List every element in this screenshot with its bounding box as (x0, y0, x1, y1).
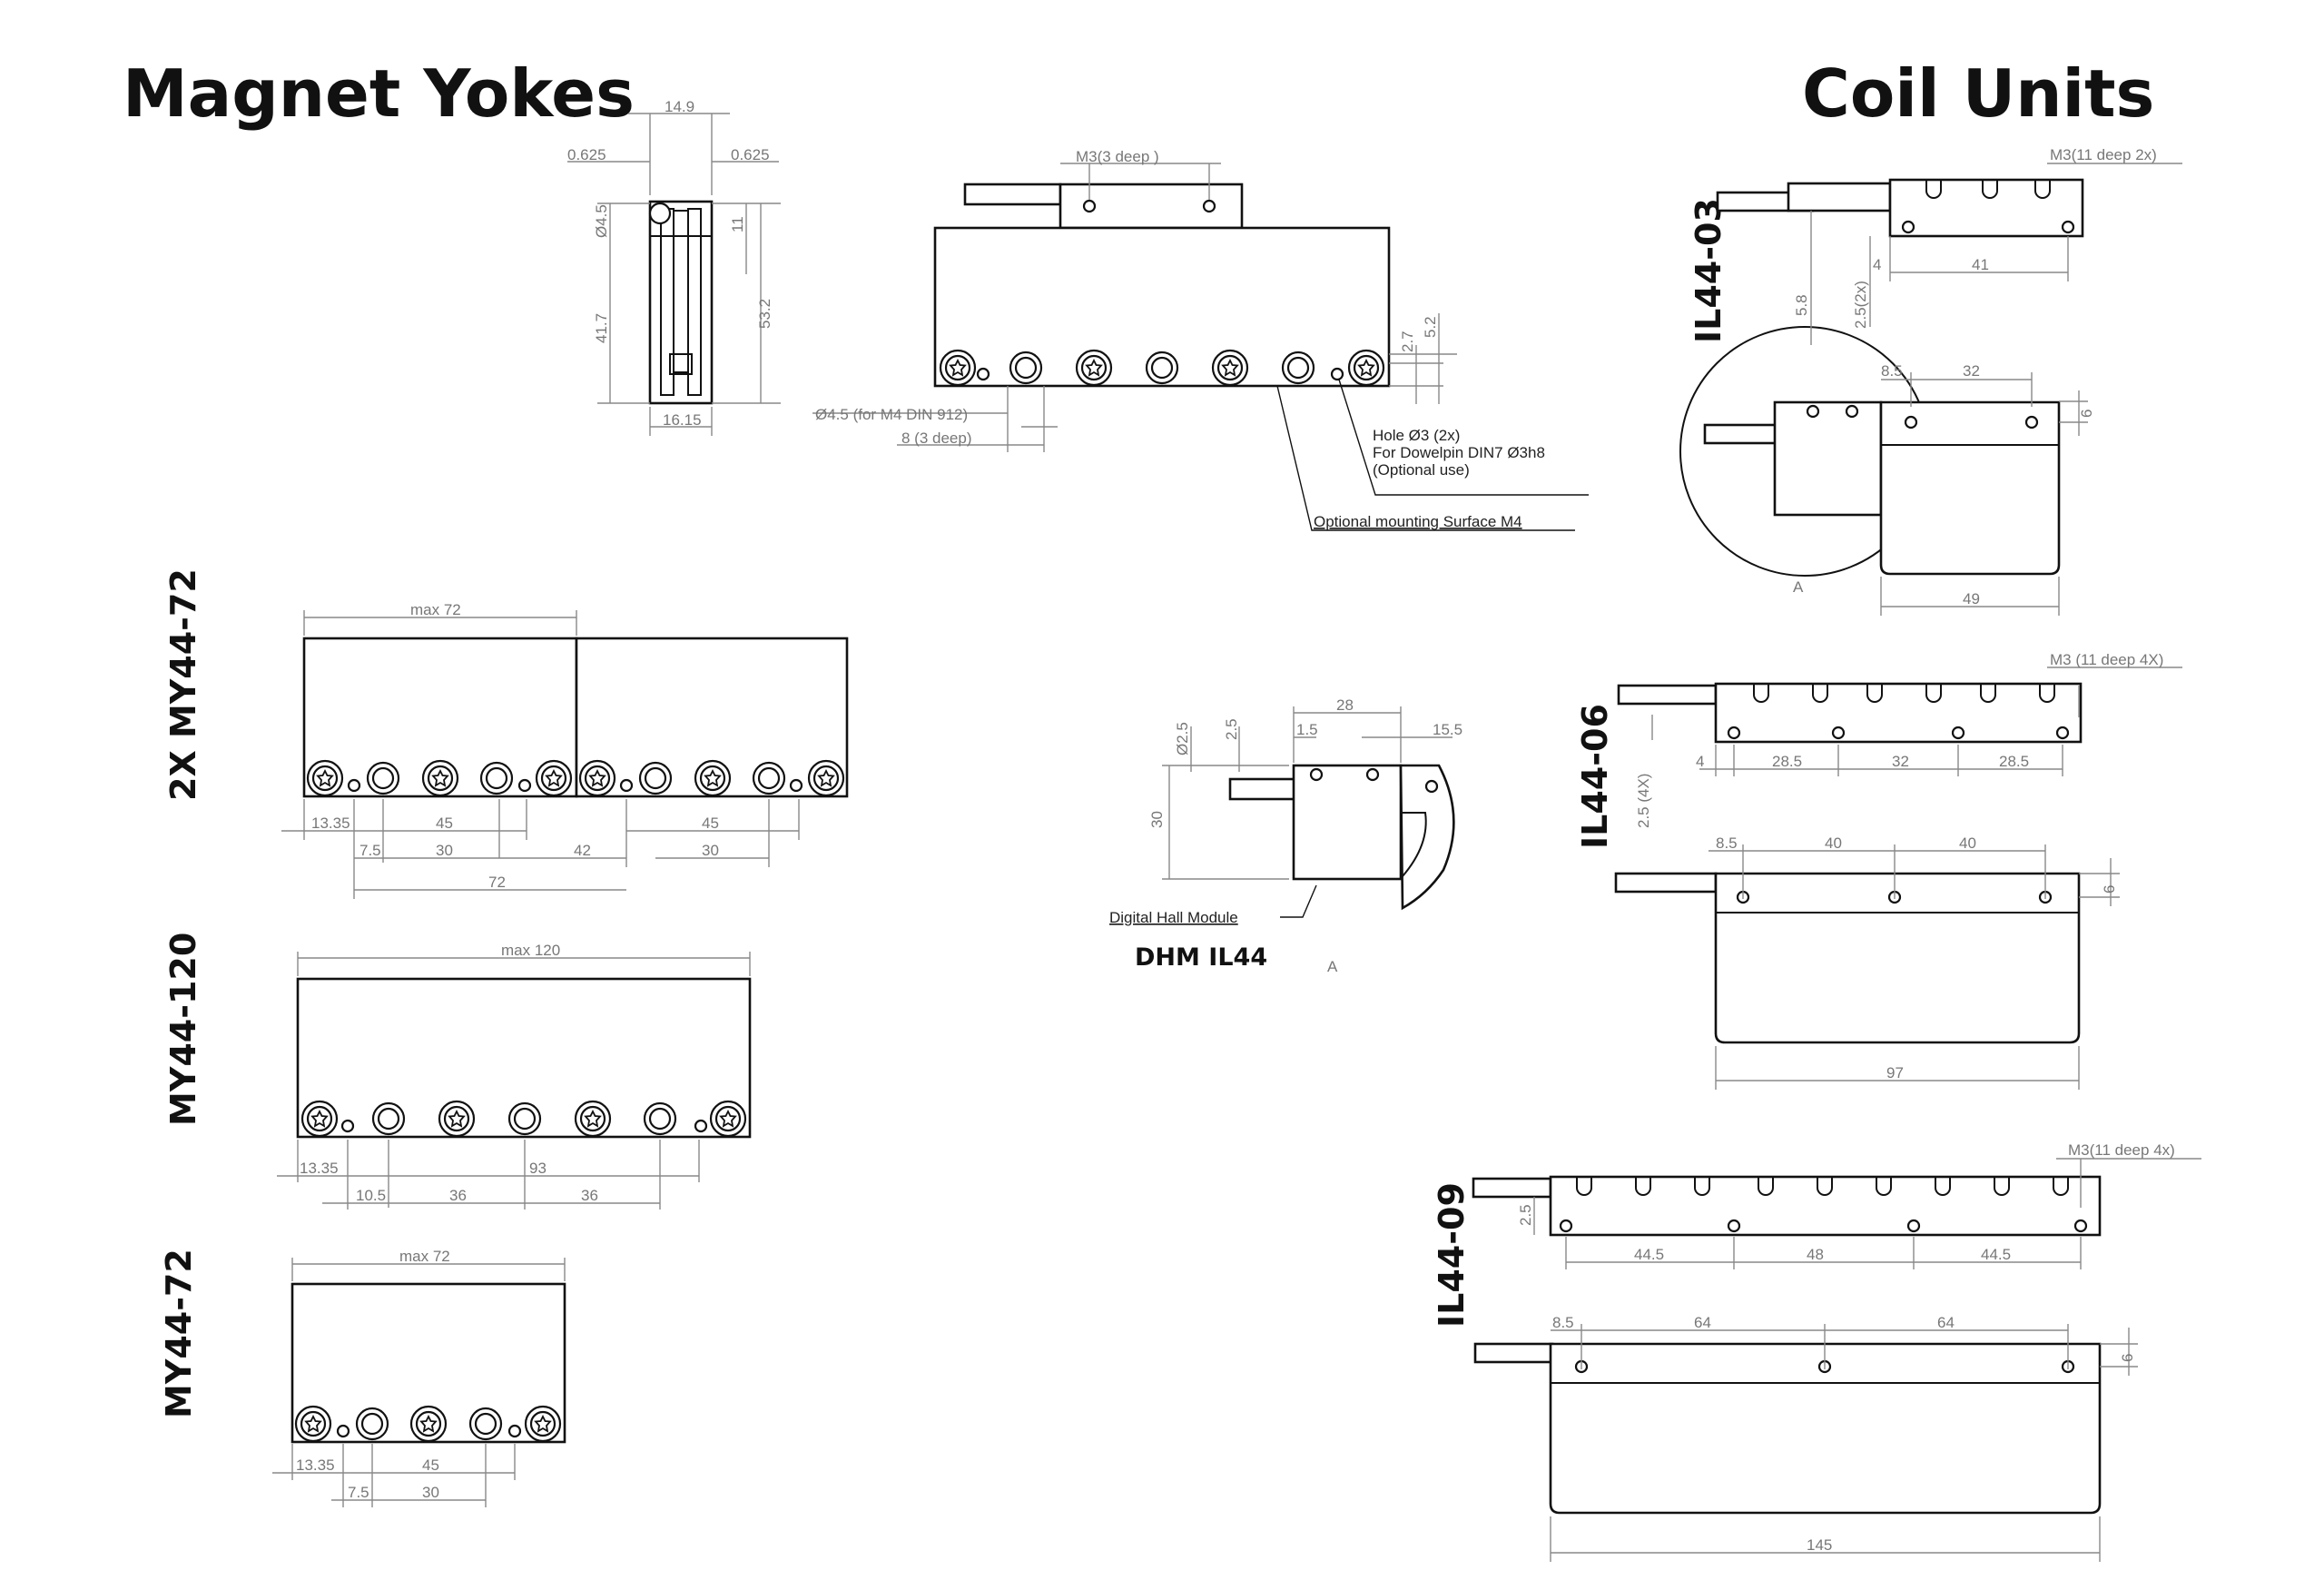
dim-72-45: 45 (422, 1457, 439, 1474)
dim-il44-06-32: 32 (1892, 753, 1909, 770)
label-my44-72: MY44-72 (159, 1249, 199, 1418)
label-il44-09: IL44-09 (1432, 1182, 1472, 1328)
dim-2x-45b: 45 (702, 815, 719, 832)
dim-il44-03-4: 4 (1873, 256, 1881, 273)
dim-il44-09-64b: 64 (1937, 1314, 1955, 1331)
dim-120-13-35: 13.35 (300, 1160, 339, 1177)
dim-il44-03-2-5: 2.5(2x) (1852, 281, 1869, 329)
yoke-my44-72 (272, 1258, 566, 1507)
dim-2x-13-35: 13.35 (311, 815, 350, 832)
dim-120-36a: 36 (449, 1187, 467, 1204)
yoke-2x-my44-72 (281, 610, 849, 899)
dim-hall-15-5: 15.5 (1433, 721, 1462, 738)
dim-il44-09-44-5b: 44.5 (1981, 1246, 2011, 1263)
dim-120-10-5: 10.5 (356, 1187, 386, 1204)
dim-il44-06-4: 4 (1696, 753, 1704, 770)
coil-units-title: Coil Units (1802, 55, 2154, 132)
coil-il44-06 (1614, 667, 2182, 1090)
note-il44-09-m3: M3(11 deep 4x) (2068, 1141, 2175, 1159)
dim-2x-42: 42 (574, 842, 591, 859)
yoke-my44-120 (277, 952, 752, 1210)
dim-il44-09-64a: 64 (1694, 1314, 1711, 1331)
dim-120-36b: 36 (581, 1187, 598, 1204)
coil-il44-03 (1679, 163, 2182, 616)
dim-il44-09-44-5a: 44.5 (1634, 1246, 1664, 1263)
dim-side-53-2: 53.2 (756, 299, 773, 329)
dim-2x-7-5: 7.5 (359, 842, 381, 859)
yoke-side-view (567, 113, 781, 436)
note-hole-line1: Hole Ø3 (2x) (1373, 427, 1460, 444)
dim-side-11: 11 (729, 216, 746, 232)
dim-front-2-7: 2.7 (1399, 331, 1416, 352)
dim-2x-30b: 30 (702, 842, 719, 859)
label-il44-03: IL44-03 (1689, 198, 1728, 343)
note-il44-03-m3: M3(11 deep 2x) (2050, 146, 2157, 163)
dim-2x-30a: 30 (436, 842, 453, 859)
dim-il44-03-8-5: 8.5 (1881, 362, 1903, 380)
dim-il44-06-2-5: 2.5 (4X) (1635, 774, 1652, 828)
label-detail-a-coil: A (1793, 578, 1804, 596)
dim-side-0625-left: 0.625 (567, 146, 606, 163)
dim-side-0625-right: 0.625 (731, 146, 770, 163)
dim-hall-d2-5: Ø2.5 (1174, 722, 1191, 755)
dim-il44-09-8-5: 8.5 (1552, 1314, 1574, 1331)
dim-120-max: max 120 (501, 942, 560, 959)
dim-2x-72: 72 (488, 874, 506, 891)
note-il44-06-m3: M3 (11 deep 4X) (2050, 651, 2163, 668)
dim-il44-03-49: 49 (1963, 590, 1980, 607)
dim-hall-2-5: 2.5 (1223, 718, 1240, 740)
note-m4-din912: Ø4.5 (for M4 DIN 912) (815, 406, 968, 423)
dim-il44-06-40a: 40 (1825, 834, 1842, 852)
dim-2x-45a: 45 (436, 815, 453, 832)
label-my44-120: MY44-120 (163, 933, 203, 1126)
dim-il44-06-8-5: 8.5 (1716, 834, 1738, 852)
dim-il44-06-40b: 40 (1959, 834, 1976, 852)
dim-72-30: 30 (422, 1484, 439, 1501)
dim-il44-09-145: 145 (1807, 1536, 1832, 1554)
yoke-front-view (812, 163, 1589, 531)
dim-hall-1-5: 1.5 (1296, 721, 1318, 738)
dim-hall-28: 28 (1336, 696, 1354, 714)
label-2x-my44-72: 2X MY44-72 (163, 568, 203, 801)
label-il44-06: IL44-06 (1575, 704, 1615, 849)
note-mounting-surface: Optional mounting Surface M4 (1314, 513, 1522, 530)
dim-il44-06-28-5a: 28.5 (1772, 753, 1802, 770)
note-hole-line2: For Dowelpin DIN7 Ø3h8 (1373, 444, 1545, 461)
dim-il44-06-97: 97 (1886, 1064, 1904, 1081)
label-digital-hall-module: Digital Hall Module (1109, 909, 1238, 926)
dim-side-16-15: 16.15 (663, 411, 702, 429)
note-hole-line3: (Optional use) (1373, 461, 1470, 479)
dim-il44-09-48: 48 (1807, 1246, 1824, 1263)
dim-side-14-9: 14.9 (665, 98, 694, 115)
dim-il44-03-6: 6 (2078, 410, 2095, 418)
digital-hall-module-view (1162, 706, 1455, 918)
note-8-3deep: 8 (3 deep) (901, 430, 972, 447)
dim-hall-30: 30 (1148, 811, 1166, 828)
label-detail-a-hall: A (1327, 958, 1338, 975)
dim-72-max: max 72 (399, 1248, 450, 1265)
note-m3-3deep: M3(3 deep ) (1076, 148, 1159, 165)
dim-120-93: 93 (529, 1160, 547, 1177)
dim-il44-06-28-5b: 28.5 (1999, 753, 2029, 770)
dim-72-7-5: 7.5 (348, 1484, 369, 1501)
dim-side-d4-5: Ø4.5 (593, 204, 610, 238)
dim-il44-03-41: 41 (1972, 256, 1989, 273)
dim-side-41-7: 41.7 (593, 313, 610, 343)
dim-72-13-35: 13.35 (296, 1457, 335, 1474)
label-dhm-il44: DHM IL44 (1135, 943, 1267, 972)
dim-il44-03-32: 32 (1963, 362, 1980, 380)
dim-il44-09-2-5: 2.5 (1517, 1204, 1534, 1226)
dim-il44-03-5-8: 5.8 (1793, 294, 1810, 316)
dim-il44-09-6: 6 (2119, 1354, 2136, 1362)
coil-il44-09 (1472, 1158, 2201, 1562)
dim-il44-06-6: 6 (2101, 885, 2118, 894)
magnet-yokes-title: Magnet Yokes (123, 55, 635, 132)
dim-2x-max72: max 72 (410, 601, 461, 618)
dim-front-5-2: 5.2 (1422, 316, 1439, 338)
